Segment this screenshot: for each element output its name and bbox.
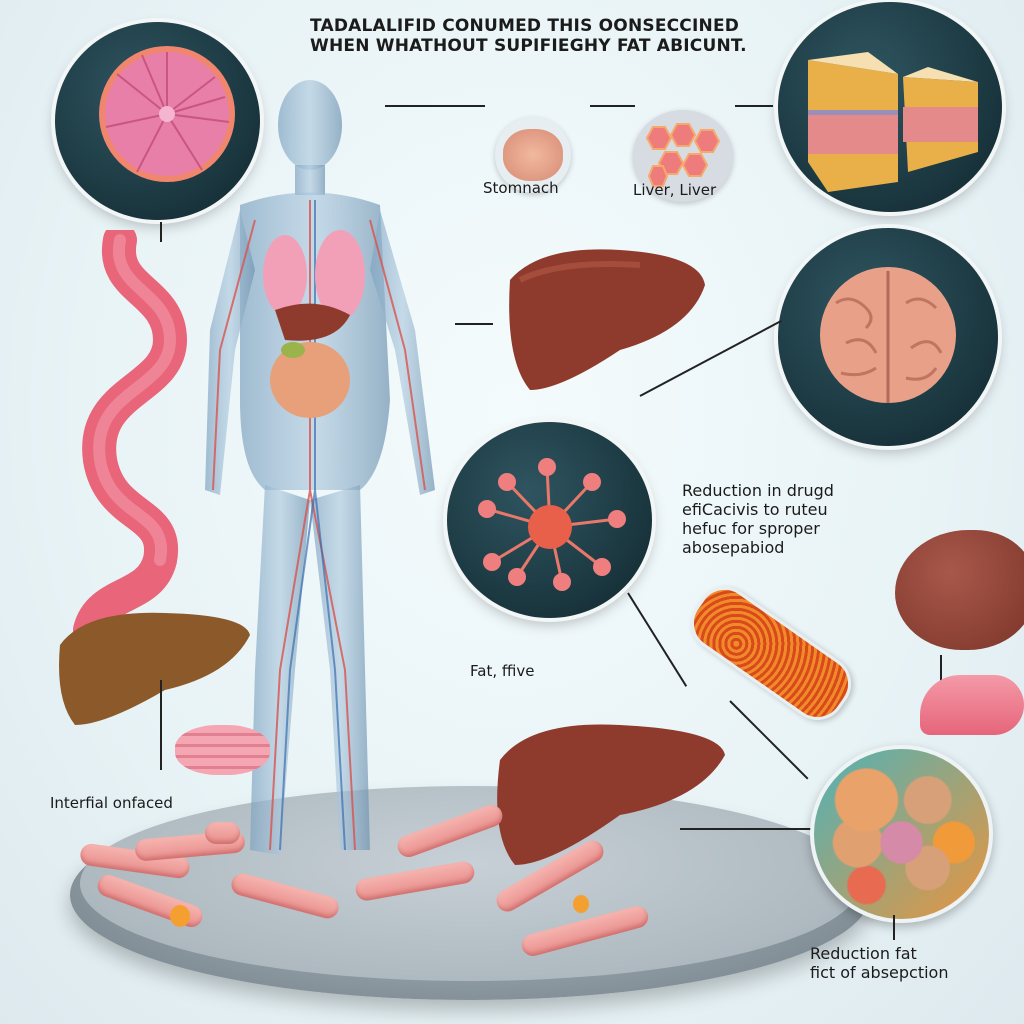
- fat-layers-icon: [808, 52, 978, 192]
- bottom-liver-illustration: [497, 724, 725, 865]
- stomach-label: Stomnach: [483, 179, 559, 197]
- stomach-tube-illustration: [73, 230, 188, 640]
- absorption-closeup-circle: [810, 745, 993, 923]
- test-tube-illustration: [680, 575, 863, 731]
- reduction-fat-label: Reduction fat fict of absepction: [810, 944, 949, 983]
- citrus-section-icon: [99, 46, 235, 182]
- connector-line: [680, 828, 830, 830]
- fat-label: Fat, ffive: [470, 662, 535, 680]
- stomach-cross-section-circle: [55, 22, 260, 220]
- connector-line: [893, 915, 895, 940]
- fat-tissue-circle: [778, 2, 1002, 212]
- brain-circle: [778, 228, 998, 446]
- reduction-drug-line-1: Reduction in drugd: [682, 481, 834, 500]
- molecule-icon: [478, 458, 626, 591]
- left-liver-illustration: [59, 612, 250, 725]
- connector-line: [385, 105, 485, 107]
- internal-label: Interfial onfaced: [50, 794, 173, 812]
- reduction-drug-label: Reduction in drugd efiCacivis to ruteu h…: [682, 481, 834, 558]
- liver-illustration: [509, 249, 705, 390]
- reduction-drug-line-4: abosepabiod: [682, 537, 785, 557]
- connector-line: [735, 105, 773, 107]
- title-line-1: Tadalalifid conumed this oonseccined: [310, 16, 740, 36]
- small-stomach-illustration: [920, 675, 1024, 735]
- liver-label: Liver, Liver: [633, 181, 717, 199]
- reduction-drug-line-3: hefuc for sproper: [682, 518, 820, 538]
- pill-stack-illustration: [175, 725, 270, 775]
- arrow-down: [160, 222, 162, 242]
- reduction-fat-line-2: fict of absepction: [810, 962, 949, 982]
- hexagon-cells-icon: [645, 123, 721, 187]
- molecule-circle: [447, 422, 652, 618]
- diagram-title: Tadalalifid conumed this oonseccined whe…: [310, 16, 780, 56]
- stomach-tissue-small-circle: [495, 117, 571, 193]
- arrow-up: [160, 680, 162, 770]
- arrow-diagonal: [627, 592, 688, 687]
- arrow-right: [455, 323, 493, 325]
- liver-lobe-illustration: [895, 530, 1024, 650]
- pill-dot: [170, 905, 190, 927]
- reduction-fat-line-1: Reduction fat: [810, 944, 917, 963]
- title-line-2: when whathout supifieghy fat abicunt.: [310, 36, 747, 57]
- pill-dot: [573, 895, 589, 913]
- arrow-down: [940, 655, 942, 695]
- brain-icon: [820, 267, 956, 403]
- connector-line: [590, 105, 635, 107]
- liver-cells-small-circle: [633, 110, 733, 202]
- reduction-drug-line-2: efiCacivis to ruteu: [682, 499, 828, 519]
- intestine-segment: [205, 822, 240, 844]
